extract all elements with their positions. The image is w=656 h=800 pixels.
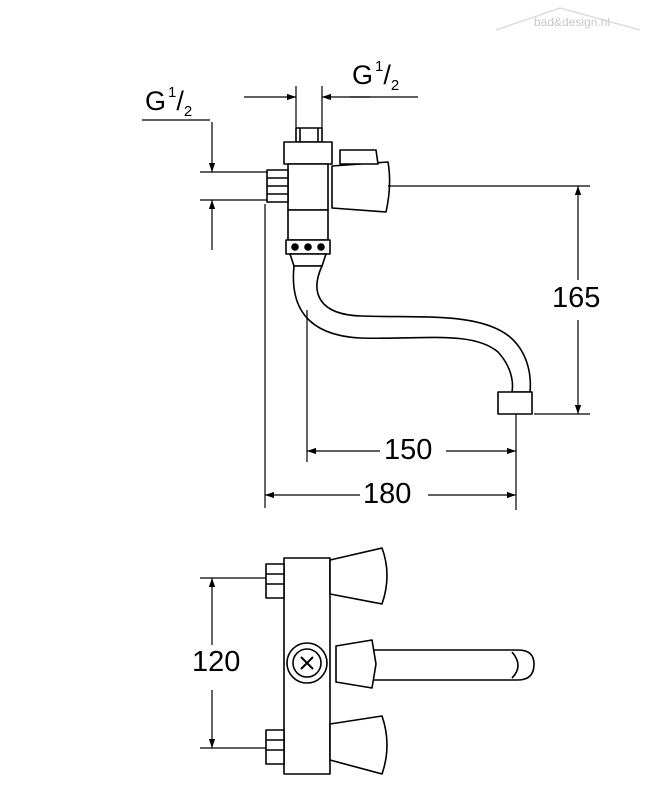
faucet-side-view	[266, 127, 533, 415]
faucet-top-view	[265, 547, 535, 775]
top-dimension-lines	[200, 577, 266, 749]
logo-house-icon	[495, 7, 641, 31]
logo: bad&design.nl	[534, 15, 611, 29]
dimension-height-label: 165	[549, 282, 604, 315]
dimension-overall-reach-label: 180	[360, 478, 415, 511]
dimension-centers-label: 120	[189, 646, 244, 679]
side-dimension-lines	[142, 86, 590, 510]
dimension-spout-reach-label: 150	[381, 434, 436, 467]
